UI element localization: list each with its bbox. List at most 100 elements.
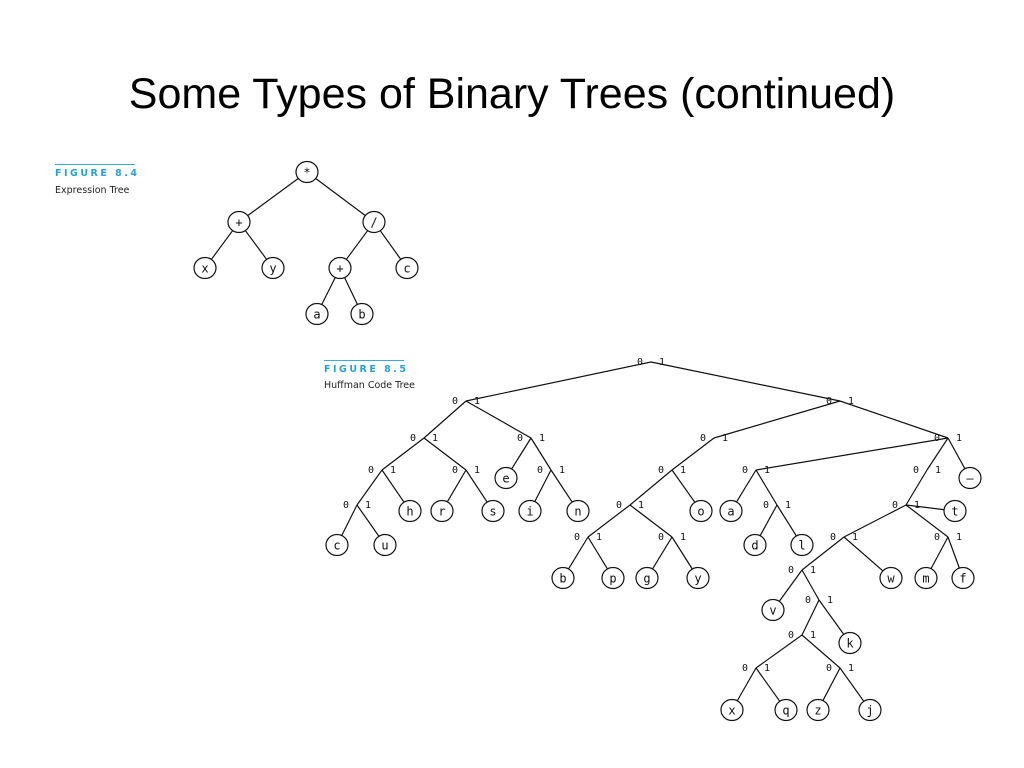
huff-leaf-b-circle <box>551 566 575 590</box>
huff-leaf-v-label: v <box>769 604 776 618</box>
huff-leaf-w-label: w <box>887 572 895 586</box>
huff-leaf-a-label: a <box>727 505 734 519</box>
huff-node-10-bit-0: 0 <box>700 433 706 444</box>
expr-node-a-circle <box>305 302 329 326</box>
huff-leaf-x-label: x <box>728 704 735 718</box>
huff-node-11110-bit-0: 0 <box>830 532 836 543</box>
huff-leaf-x-circle <box>720 698 744 722</box>
huff-leaf-e-label: e <box>502 472 509 486</box>
huff-node-11110001-bit-0: 0 <box>788 630 794 641</box>
huff-leaf-g-circle <box>635 566 659 590</box>
huff-node-1111000-bit-0: 0 <box>805 595 811 606</box>
huff-edge-leaf-l <box>776 504 797 537</box>
huff-edge-leaf-b <box>567 536 589 570</box>
huff-node-root-bit-0: 0 <box>637 357 643 368</box>
huff-leaf-space-label: — <box>966 472 974 486</box>
huff-node-1111-bit-1: 1 <box>914 500 920 511</box>
huff-leaf-c-circle <box>325 533 349 557</box>
huff-leaf-u-label: u <box>381 539 388 553</box>
huff-leaf-j-circle <box>858 698 882 722</box>
huff-leaf-n-label: n <box>574 505 581 519</box>
expr-edge-a <box>321 277 336 305</box>
expr-edge-div <box>315 177 366 217</box>
huff-node-110-bit-1: 1 <box>764 465 770 476</box>
huff-node-1111000-bit-1: 1 <box>827 595 833 606</box>
huff-leaf-b-label: b <box>559 572 566 586</box>
huff-edge-leaf-m <box>930 536 949 570</box>
huff-edge-111 <box>926 437 949 471</box>
huff-node-1101-bit-1: 1 <box>785 500 791 511</box>
expr-node-c-circle <box>395 256 419 280</box>
figure-8-5-rule <box>324 360 404 361</box>
huff-leaf-r-label: r <box>438 505 445 519</box>
huff-edge-11 <box>839 400 949 439</box>
huff-leaf-l-label: l <box>798 539 805 553</box>
huff-leaf-q-label: q <box>782 704 789 718</box>
huff-leaf-s-label: s <box>489 505 496 519</box>
huff-leaf-s-circle <box>481 499 505 523</box>
huff-edge-leaf-v <box>778 569 803 602</box>
huff-leaf-f-label: f <box>959 572 966 586</box>
huff-node-root-bit-1: 1 <box>659 357 665 368</box>
huff-node-11111-bit-1: 1 <box>956 532 962 543</box>
huff-edge-100 <box>671 437 715 471</box>
huff-leaf-r-circle <box>430 499 454 523</box>
figure-8-4-rule <box>55 164 135 165</box>
huff-edge-leaf-p <box>587 536 609 570</box>
huff-leaf-z-circle <box>806 698 830 722</box>
huff-edge-leaf-r <box>446 469 467 503</box>
expr-node-y-circle <box>261 256 285 280</box>
expr-node-y-label: y <box>269 262 276 276</box>
huff-leaf-c-label: c <box>333 539 340 553</box>
huff-edge-leaf-d <box>759 504 778 537</box>
huff-edge-00 <box>423 400 467 439</box>
huff-edge-leaf-n <box>550 469 573 503</box>
huff-edge-111100010 <box>755 634 803 669</box>
huff-leaf-e-circle <box>494 466 518 490</box>
huff-edge-10001 <box>629 504 673 538</box>
huff-node-10001-bit-1: 1 <box>680 532 686 543</box>
huff-node-111-bit-1: 1 <box>935 465 941 476</box>
huff-leaf-l-circle <box>790 533 814 557</box>
huff-edge-leaf-z <box>822 667 841 701</box>
expr-node-root-label: * <box>303 166 310 180</box>
huff-leaf-d-label: d <box>751 539 758 553</box>
huff-edge-leaf-i <box>534 469 552 502</box>
huff-edge-111100011 <box>801 634 841 669</box>
huff-node-1000-bit-0: 0 <box>616 500 622 511</box>
expr-edge-x <box>210 230 234 260</box>
huff-edge-10000 <box>587 504 631 538</box>
huff-node-111100011-bit-1: 1 <box>848 663 854 674</box>
huff-leaf-u-circle <box>373 533 397 557</box>
expr-edge-plus1 <box>247 177 299 217</box>
huff-leaf-y-label: y <box>694 572 701 586</box>
expr-edge-b <box>343 277 359 305</box>
huff-node-111100010-bit-1: 1 <box>764 663 770 674</box>
huff-leaf-y-circle <box>686 566 710 590</box>
huff-edge-leaf-g <box>651 536 673 570</box>
expr-node-b-circle <box>350 302 374 326</box>
huff-leaf-k-label: k <box>846 637 854 651</box>
huff-edge-11111 <box>905 504 949 538</box>
huff-edge-leaf-w <box>843 536 884 572</box>
huff-leaf-f-circle <box>951 566 975 590</box>
huff-edge-10 <box>713 400 841 439</box>
huff-node-100-bit-0: 0 <box>658 465 664 476</box>
slide-title: Some Types of Binary Trees (continued) <box>128 70 896 118</box>
huff-node-0-bit-1: 1 <box>474 396 480 407</box>
huff-edge-leaf-e <box>511 437 532 470</box>
expr-edge-y <box>244 230 268 260</box>
huff-node-00-bit-0: 0 <box>410 433 416 444</box>
huff-leaf-g-label: g <box>643 572 650 586</box>
huff-node-111100011-bit-0: 0 <box>826 663 832 674</box>
figure-8-4-caption: Expression Tree <box>55 185 130 196</box>
huff-node-11-bit-1: 1 <box>956 433 962 444</box>
huff-node-0000-bit-1: 1 <box>365 500 371 511</box>
huff-edge-11110 <box>843 504 907 538</box>
expr-node-plus2-circle <box>328 256 352 280</box>
expr-node-root-circle <box>295 160 319 184</box>
huff-edge-1111 <box>905 469 928 506</box>
